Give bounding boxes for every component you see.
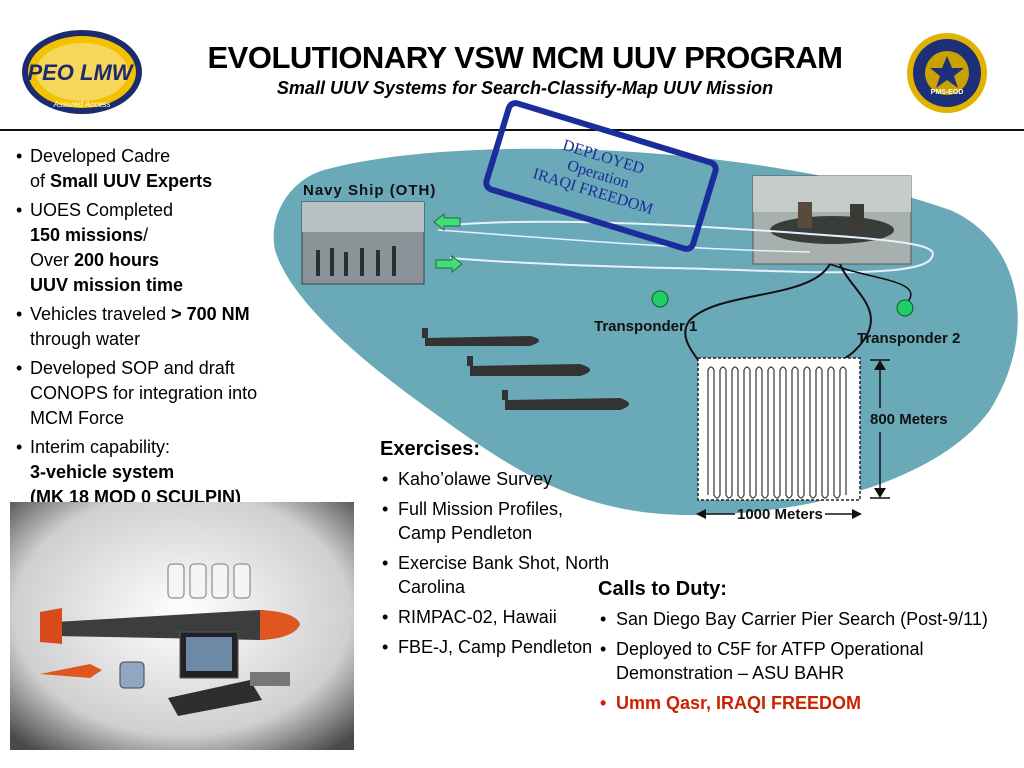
calls-to-duty-section: Calls to Duty: San Diego Bay Carrier Pie… [598,578,1018,721]
dimension-markers [696,359,890,519]
call-item: Deployed to C5F for ATFP Operational Dem… [598,637,1018,685]
transponder-2-marker [896,299,914,317]
svg-text:PMS-EOD: PMS-EOD [931,89,964,96]
exercise-item: Exercise Bank Shot, North Carolina [380,551,610,599]
survey-width-label: 1000 Meters [737,506,823,523]
program-accomplishments: Developed Cadre of Small UUV Experts UOE… [14,144,334,514]
calls-to-duty-heading: Calls to Duty: [598,578,727,600]
header-divider [0,129,1024,131]
arrow-in-icon [435,254,463,274]
exercise-item: RIMPAC-02, Hawaii [380,605,610,629]
exercise-item: Full Mission Profiles, Camp Pendleton [380,497,610,545]
navy-ship-label: Navy Ship (OTH) [303,182,437,199]
arrow-out-icon [433,212,461,232]
page-subtitle: Small UUV Systems for Search-Classify-Ma… [276,78,774,98]
lawnmower-pattern [707,366,847,499]
title-block: EVOLUTIONARY VSW MCM UUV PROGRAM Small U… [140,40,910,99]
page-title: EVOLUTIONARY VSW MCM UUV PROGRAM [207,40,843,75]
uuv-vehicle-icons [422,328,629,410]
svg-text:PEO LMW: PEO LMW [27,60,134,85]
bullet-uoes: UOES Completed 150 missions/ Over 200 ho… [14,198,334,298]
exercise-item: Kaho’olawe Survey [380,467,610,491]
svg-text:Assured Access: Assured Access [52,100,110,109]
exercise-item: FBE-J, Camp Pendleton [380,635,610,659]
exercises-section: Exercises: Kaho’olawe Survey Full Missio… [380,438,610,665]
bullet-sop: Developed SOP and draft CONOPS for integ… [14,356,334,431]
transponder-1-label: Transponder 1 [594,318,698,335]
survey-area-grid [697,357,861,501]
bullet-interim: Interim capability: 3-vehicle system (MK… [14,435,334,510]
pms-eod-seal: PMS-EOD [906,32,988,114]
bullet-distance: Vehicles traveled > 700 NM through water [14,302,334,352]
exercises-heading: Exercises: [380,438,481,460]
peo-lmw-logo: PEO LMW Assured Access [20,28,144,116]
call-item: San Diego Bay Carrier Pier Search (Post-… [598,607,1018,631]
transponder-1-marker [651,290,669,308]
transponder-2-label: Transponder 2 [857,330,961,347]
call-item-highlight: Umm Qasr, IRAQI FREEDOM [598,691,1018,715]
survey-height-label: 800 Meters [870,411,948,428]
sculpin-system-photo [10,502,354,750]
bullet-cadre: Developed Cadre of Small UUV Experts [14,144,334,194]
